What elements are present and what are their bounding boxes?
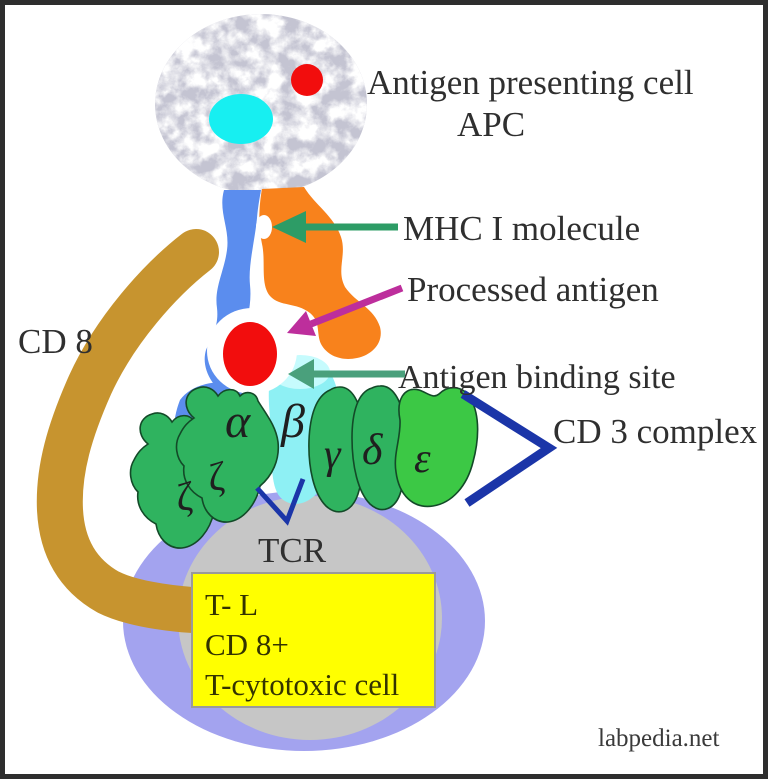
greek-gamma-label: γ [324, 432, 342, 478]
info-box-line3: T-cytotoxic cell [205, 667, 399, 702]
label-cd3-complex: CD 3 complex [553, 412, 758, 451]
label-apc-line2: APC [457, 105, 525, 144]
antigen-arrow-shaft [309, 284, 404, 328]
watermark: labpedia.net [598, 725, 720, 752]
greek-delta-label: δ [362, 425, 384, 474]
binding-site-arrow [288, 359, 405, 389]
cd8-coreceptor [36, 229, 219, 633]
greek-epsilon-label: ε [414, 436, 431, 482]
cd3-zeta-chain-2 [175, 386, 280, 523]
greek-beta-label: β [280, 395, 305, 448]
apc-nucleus [209, 94, 273, 144]
cd3-epsilon-chain [394, 386, 479, 508]
cd3-gamma-chain [308, 386, 366, 513]
greek-alpha-label: α [225, 395, 251, 448]
label-binding-site: Antigen binding site [398, 359, 676, 396]
info-box-line2: CD 8+ [205, 627, 289, 662]
label-mhc: MHC I molecule [403, 209, 640, 248]
apc-antigen-granule [291, 64, 323, 96]
label-processed-antigen: Processed antigen [407, 270, 659, 309]
cd3-delta-chain [351, 385, 407, 511]
label-cd8: CD 8 [18, 322, 93, 361]
binding-arrow-head-icon [288, 359, 314, 389]
info-box-line1: T- L [205, 587, 258, 622]
processed-antigen-arrow [287, 284, 404, 336]
mhc-cleft-notch [256, 215, 272, 239]
antigen-arrow-head-icon [287, 311, 316, 336]
tcr-bracket [255, 478, 306, 526]
mhc-arrow-head-icon [272, 211, 306, 243]
processed-antigen-particle [223, 322, 277, 386]
mhc-arrow [272, 211, 398, 243]
t-cell-info-box [191, 572, 436, 708]
label-tcr: TCR [258, 531, 327, 570]
label-apc-line1: Antigen presenting cell [367, 63, 694, 102]
cd3-bracket [460, 390, 558, 507]
